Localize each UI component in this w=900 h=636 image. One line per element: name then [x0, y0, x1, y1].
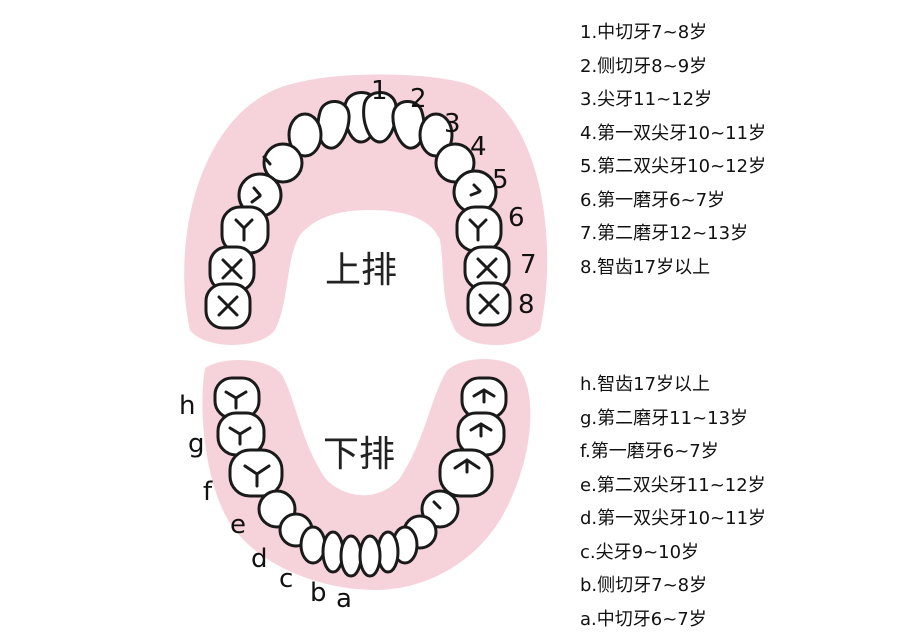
lower-letter-g: g [188, 429, 205, 459]
lower-legend-item: f.第一磨牙6~7岁 [580, 435, 766, 469]
upper-legend-item: 7.第二磨牙12~13岁 [580, 217, 766, 251]
lower-legend-item: e.第二双尖牙11~12岁 [580, 469, 766, 503]
upper-number-6: 6 [508, 203, 525, 233]
upper-legend-item: 3.尖牙11~12岁 [580, 83, 766, 117]
upper-legend-item: 5.第二双尖牙10~12岁 [580, 150, 766, 184]
upper-legend-item: 1.中切牙7~8岁 [580, 16, 766, 50]
upper-legend-item: 4.第一双尖牙10~11岁 [580, 117, 766, 151]
upper-number-7: 7 [520, 250, 537, 280]
lower-letter-f: f [203, 477, 213, 507]
lower-jaw-label: 下排 [323, 434, 395, 475]
lower-legend-item: g.第二磨牙11~13岁 [580, 402, 766, 436]
upper-number-5: 5 [492, 165, 509, 195]
upper-number-2: 2 [410, 84, 427, 114]
dental-chart: 上排 下排 1 2 3 4 5 6 7 8 h g f e d c b a [0, 0, 570, 635]
upper-legend-item: 2.侧切牙8~9岁 [580, 50, 766, 84]
lower-letter-c: c [279, 564, 293, 594]
lower-legend-item: d.第一双尖牙10~11岁 [580, 502, 766, 536]
lower-legend-item: b.侧切牙7~8岁 [580, 569, 766, 603]
lower-legend-item: a.中切牙6~7岁 [580, 603, 766, 636]
upper-legend-item: 8.智齿17岁以上 [580, 251, 766, 285]
lower-legend-item: h.智齿17岁以上 [580, 368, 766, 402]
lower-letter-d: d [251, 544, 268, 574]
upper-number-4: 4 [470, 132, 487, 162]
lower-letter-a: a [336, 584, 352, 614]
lower-legend: h.智齿17岁以上 g.第二磨牙11~13岁 f.第一磨牙6~7岁 e.第二双尖… [580, 368, 766, 636]
upper-jaw-label: 上排 [325, 250, 397, 291]
lower-letter-b: b [310, 578, 327, 608]
lower-tooth-c-left [301, 527, 325, 563]
upper-legend-item: 6.第一磨牙6~7岁 [580, 184, 766, 218]
upper-legend: 1.中切牙7~8岁 2.侧切牙8~9岁 3.尖牙11~12岁 4.第一双尖牙10… [580, 16, 766, 284]
upper-number-1: 1 [371, 76, 388, 106]
lower-letter-h: h [179, 391, 195, 421]
lower-tooth-a-left [341, 536, 361, 576]
lower-letter-e: e [230, 510, 246, 540]
lower-legend-item: c.尖牙9~10岁 [580, 536, 766, 570]
lower-tooth-a-right [360, 536, 380, 576]
upper-number-3: 3 [444, 109, 461, 139]
upper-number-8: 8 [518, 290, 535, 320]
